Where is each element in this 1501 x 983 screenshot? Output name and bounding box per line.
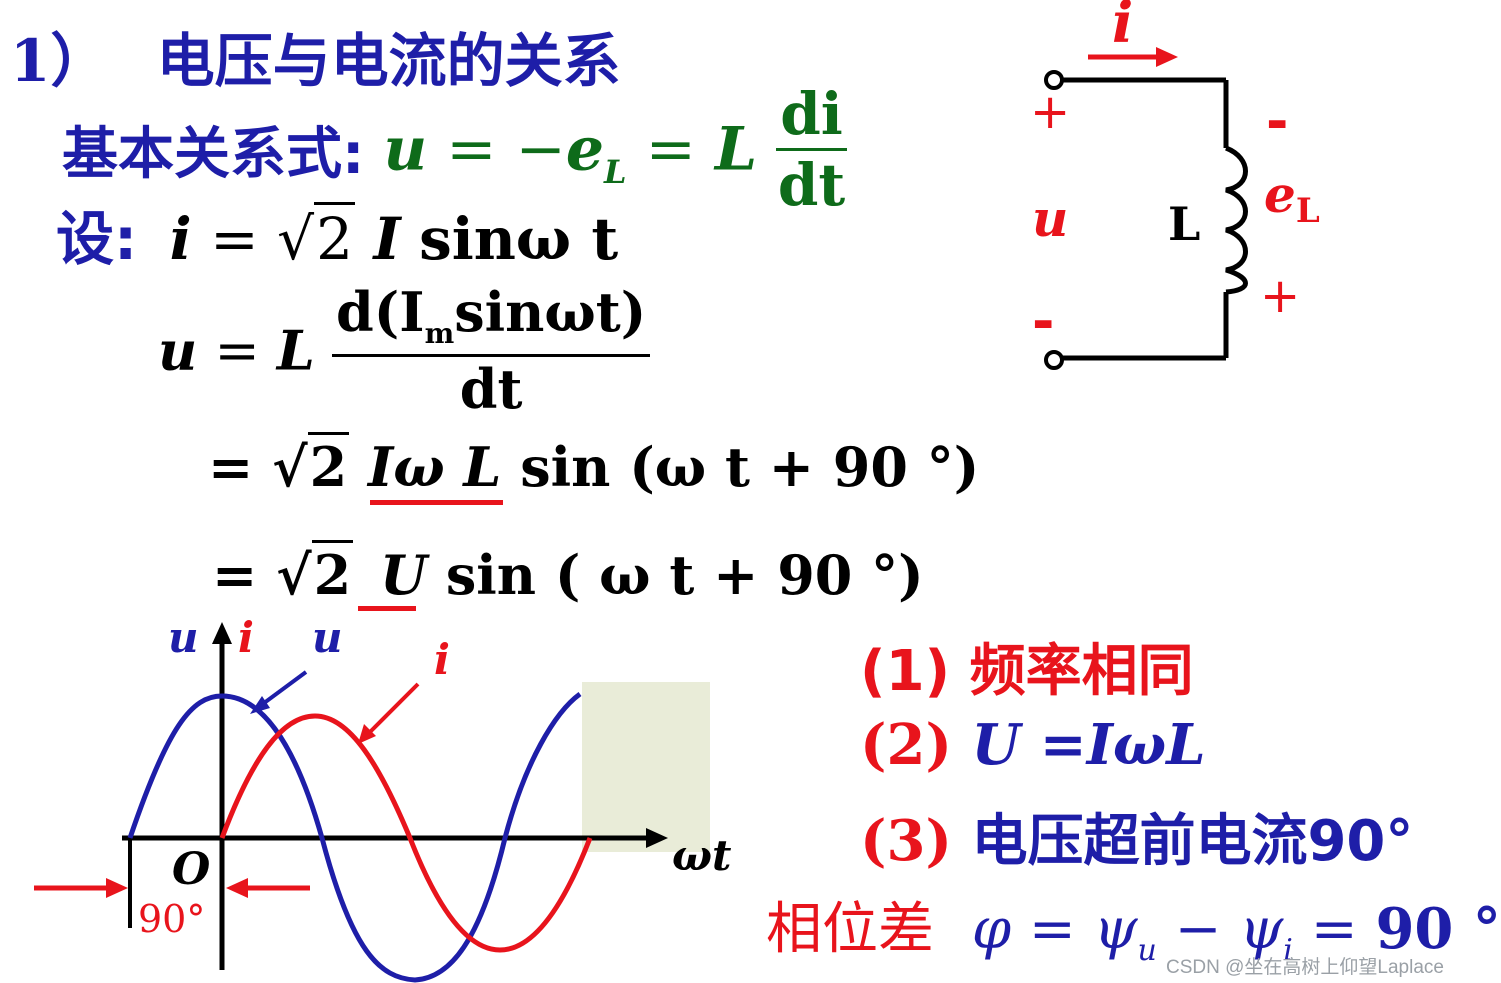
- u-curve: [127, 691, 582, 983]
- vertical-axis-arrow: [212, 622, 232, 644]
- phase-arrow-left: [34, 878, 128, 898]
- basic-e: e: [565, 114, 605, 185]
- note-3-prefix: (3): [860, 808, 952, 874]
- basic-denominator: dt: [777, 151, 846, 219]
- i-pointer-arrow: [358, 682, 420, 744]
- graph-background-patch: [582, 682, 710, 852]
- step1-eq: =: [214, 318, 260, 382]
- phase-diff-psi-u: ψ: [1093, 897, 1138, 962]
- note-2-prefix: (2): [860, 712, 952, 778]
- circuit-minus-right: -: [1266, 90, 1288, 153]
- phase-90-label: 90°: [138, 897, 205, 941]
- curve-u-label: u: [312, 613, 343, 662]
- basic-label: 基本关系式:: [62, 122, 365, 187]
- step2-IwL: Iω L: [367, 435, 502, 499]
- basic-L: L: [714, 114, 758, 185]
- derivation-step-3: = √2 U sin ( ω t + 90 °): [212, 540, 924, 607]
- underline-iwl: [370, 500, 503, 505]
- inductor-circuit: i + u - L - eL +: [1030, 0, 1320, 370]
- origin-label: O: [172, 844, 210, 895]
- terminal-bottom: [1044, 350, 1064, 370]
- step3-sqrt-two: 2: [311, 540, 354, 607]
- note-3: (3) 电压超前电流90°: [860, 796, 1413, 877]
- horizontal-axis-arrow: [646, 828, 668, 848]
- basic-eq: =: [446, 114, 497, 185]
- inductor-coil: [1224, 145, 1248, 295]
- phase-diff-phi: φ: [971, 897, 1012, 962]
- basic-fraction: di dt: [776, 80, 847, 219]
- step1-num-sub: m: [424, 316, 455, 350]
- step1-fraction: d(Imsinωt) dt: [332, 280, 651, 421]
- phase-diff-eq: =: [1028, 897, 1076, 962]
- phase-diff-psi-i: ψ: [1239, 897, 1284, 962]
- section-title: 电压与电流的关系: [156, 27, 621, 95]
- axis-u-label: u: [168, 613, 199, 662]
- axis-i-label: i: [238, 613, 254, 662]
- phase-arrow-right: [226, 878, 310, 898]
- phase-diff-value: 90 °: [1375, 896, 1501, 962]
- note-3-text: 电压超前电流90°: [971, 809, 1414, 874]
- step2-rest: sin (ω t + 90 °): [520, 435, 980, 499]
- watermark: CSDN @坐在高树上仰望Laplace: [1166, 957, 1444, 978]
- step2-sqrt-sign: √: [272, 435, 308, 499]
- step3-U: U: [379, 543, 428, 607]
- phase-diff-eq2: =: [1310, 897, 1358, 962]
- phase-diff-sub-i: i: [1283, 933, 1293, 969]
- step3-rest: sin ( ω t + 90 °): [445, 543, 924, 607]
- axis-wt-label: ωt: [672, 831, 731, 880]
- basic-u: u: [383, 114, 428, 185]
- note-2-expr: U =IωL: [971, 712, 1206, 778]
- assume-sqrt-two: 2: [314, 202, 356, 273]
- assume-line: 设: i = √2 I sinω t: [56, 192, 618, 276]
- step1-num: d(I: [336, 280, 425, 344]
- section-heading: 1） 电压与电流的关系: [10, 14, 621, 98]
- terminal-top: [1044, 70, 1064, 90]
- phase-diff-sub-u: u: [1137, 933, 1157, 969]
- basic-relation: 基本关系式: u = −eL = L di dt: [62, 80, 847, 219]
- assume-sqrt-sign: √: [277, 205, 315, 273]
- circuit-i-label: i: [1112, 0, 1133, 56]
- step2-sqrt-two: 2: [307, 432, 350, 499]
- i-curve: [219, 713, 593, 953]
- step2-eq: =: [208, 435, 254, 499]
- phase-diff-label: 相位差: [766, 897, 934, 962]
- u-pointer-arrow: [250, 670, 308, 714]
- underline-u: [358, 606, 416, 611]
- step1-u: u: [158, 318, 198, 383]
- note-1-text: (1) 频率相同: [860, 639, 1194, 704]
- note-2: (2) U =IωL: [860, 712, 1206, 778]
- waveform-graph: u i u i O ωt 90°: [34, 613, 731, 983]
- circuit-e-label: eL: [1264, 165, 1320, 231]
- step1-num-rest: sinωt): [454, 280, 647, 344]
- circuit-u-label: u: [1032, 189, 1068, 248]
- circuit-wires: [1060, 77, 1229, 361]
- note-1: (1) 频率相同: [860, 626, 1194, 707]
- assume-i: i: [169, 205, 192, 273]
- curve-i-label: i: [434, 635, 450, 684]
- basic-e-sub: L: [604, 153, 627, 192]
- circuit-e-sub: L: [1296, 191, 1320, 231]
- circuit-plus-right: +: [1260, 268, 1300, 324]
- circuit-e: e: [1264, 165, 1296, 224]
- current-arrow: [1088, 47, 1178, 67]
- assume-eq: =: [210, 205, 259, 273]
- basic-eq2: =: [645, 114, 696, 185]
- circuit-minus-left: -: [1032, 290, 1054, 353]
- derivation-step-1: u = L d(Imsinωt) dt: [158, 280, 651, 421]
- step3-eq: =: [212, 543, 258, 607]
- assume-I: I: [373, 205, 401, 273]
- basic-neg: −: [515, 114, 566, 185]
- derivation-step-2: = √2 Iω L sin (ω t + 90 °): [208, 432, 979, 499]
- circuit-plus-left: +: [1030, 84, 1070, 140]
- step1-L: L: [276, 318, 315, 383]
- assume-sinwt: sinω t: [419, 205, 619, 273]
- assume-label: 设:: [56, 205, 138, 273]
- step3-sqrt-sign: √: [276, 543, 312, 607]
- basic-numerator: di: [776, 80, 847, 151]
- phase-difference: 相位差 φ = ψu − ψi = 90 °: [766, 884, 1501, 968]
- section-number: 1）: [10, 27, 109, 95]
- step1-den: dt: [459, 356, 523, 421]
- phase-diff-minus: −: [1174, 897, 1222, 962]
- circuit-L-label: L: [1168, 197, 1200, 251]
